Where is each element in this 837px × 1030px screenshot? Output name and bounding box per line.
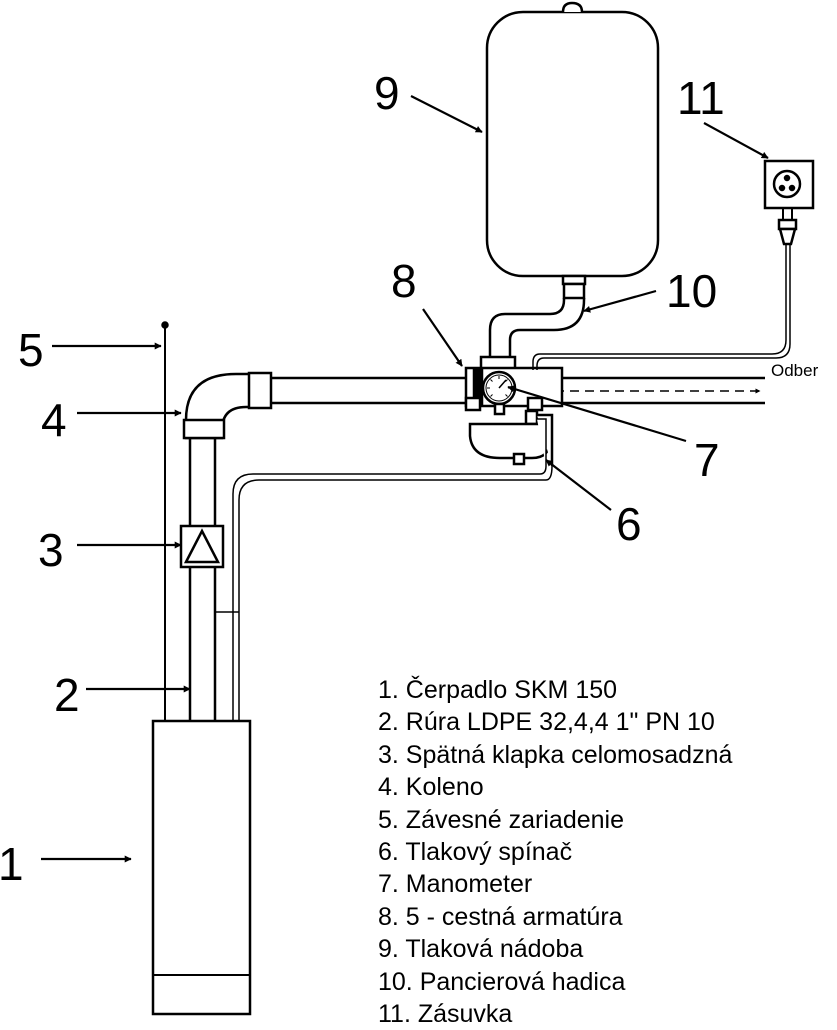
power-cord [532,244,787,370]
callout-2: 2 [54,669,80,721]
callout-4: 4 [41,394,67,446]
callout-11: 11 [677,72,725,124]
legend-item: 5. Závesné zariadenie [378,805,624,834]
pressure-vessel [485,1,660,278]
legend-item: 7. Manometer [378,870,533,899]
callout-8: 8 [391,255,417,307]
callout-6: 6 [616,498,642,550]
arrow-9 [410,95,483,133]
power-cord-inner [536,244,791,370]
pump [151,719,252,1016]
callout-3: 3 [38,524,64,576]
legend-item: 9. Tlaková nádoba [378,935,584,964]
pressure-switch [468,409,554,466]
callout-9: 9 [374,67,400,119]
legend-item: 8. 5 - cestná armatúra [378,902,623,931]
callout-7: 7 [694,434,720,486]
switch-cable [215,465,553,721]
callout-1: 1 [0,838,24,890]
socket [763,159,815,246]
elbow [182,371,273,440]
callout-10: 10 [666,265,717,317]
legend-item: 1. Čerpadlo SKM 150 [378,676,618,704]
legend: 1. Čerpadlo SKM 150 2. Rúra LDPE 32,4,4 … [378,674,732,1030]
arrow-7 [507,385,687,443]
armored-hose [488,274,587,358]
manometer [481,370,517,416]
legend-item: 6. Tlakový spínač [378,838,573,867]
arrow-11 [703,122,769,159]
horizontal-pipe [271,376,765,405]
arrow-6 [545,459,612,511]
outlet-label: Odber [771,361,819,380]
legend-item: 11. Zásuvka [378,1000,513,1029]
legend-item: 4. Koleno [378,773,484,802]
callout-5: 5 [18,324,44,376]
legend-item: 2. Rúra LDPE 32,4,4 1" PN 10 [378,708,715,737]
suspension-rope [161,321,169,721]
check-valve [179,524,225,569]
legend-item: 10. Pancierová hadica [378,967,626,996]
legend-item: 3. Spätná klapka celomosadzná [378,740,733,769]
arrow-10 [583,289,657,313]
arrow-8 [422,308,463,367]
ldpe-pipe [188,438,217,721]
